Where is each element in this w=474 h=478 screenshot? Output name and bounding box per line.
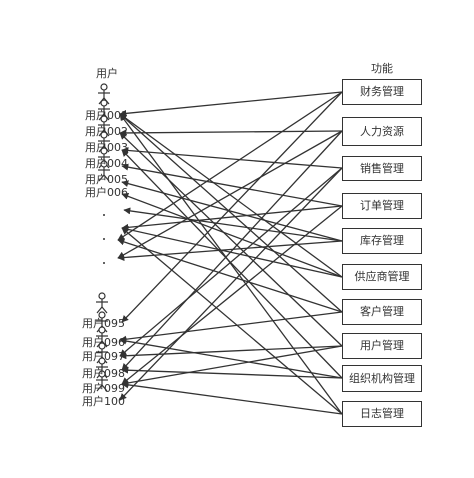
user-actor-icon	[98, 99, 110, 121]
association-arrow	[119, 113, 343, 415]
association-arrow	[121, 227, 343, 415]
association-arrow	[117, 240, 343, 262]
association-arrow	[119, 91, 343, 117]
user-label-098: 用户098	[82, 367, 125, 380]
user-actor-icon	[96, 370, 108, 392]
function-box-suppliers[interactable]: 供应商管理	[342, 264, 422, 290]
user-actor-icon	[96, 326, 108, 348]
edges-layer	[117, 91, 343, 415]
function-box-users[interactable]: 用户管理	[342, 333, 422, 359]
association-arrow	[121, 345, 343, 387]
user-label-005: 用户005	[85, 173, 128, 186]
association-arrow	[117, 238, 343, 313]
ellipsis-dot	[103, 238, 105, 240]
association-arrow	[119, 167, 343, 401]
association-arrow	[119, 345, 343, 360]
association-arrow	[119, 311, 343, 343]
user-label-097: 用户097	[82, 350, 125, 363]
function-box-orders[interactable]: 订单管理	[342, 193, 422, 219]
association-arrow	[121, 225, 343, 278]
association-arrow	[121, 366, 343, 379]
function-box-logs[interactable]: 日志管理	[342, 401, 422, 427]
ellipsis-dot	[103, 214, 105, 216]
association-arrow	[119, 113, 343, 313]
association-arrow	[119, 132, 343, 347]
user-actor-icon	[96, 292, 108, 314]
association-arrow	[121, 381, 343, 415]
user-label-001: 用户001	[85, 109, 128, 122]
association-arrow	[117, 91, 343, 241]
functions-header: 功能	[371, 62, 393, 75]
association-arrow	[121, 130, 343, 371]
association-arrow	[121, 147, 343, 169]
association-arrow	[119, 113, 343, 278]
function-box-finance[interactable]: 财务管理	[342, 79, 422, 105]
users-header: 用户	[96, 67, 118, 80]
association-arrow	[121, 180, 343, 242]
association-arrow	[121, 91, 343, 323]
user-label-002: 用户002	[85, 125, 128, 138]
ellipsis-dot	[103, 262, 105, 264]
association-arrow	[121, 205, 343, 231]
association-arrow	[119, 129, 343, 137]
function-box-organization[interactable]: 组织机构管理	[342, 365, 422, 392]
user-label-096: 用户096	[82, 336, 125, 349]
function-box-hr[interactable]: 人力资源	[342, 117, 422, 146]
association-arrow	[119, 337, 343, 379]
user-label-006: 用户006	[85, 186, 128, 199]
user-label-004: 用户004	[85, 157, 128, 170]
function-box-customers[interactable]: 客户管理	[342, 299, 422, 325]
user-label-099: 用户099	[82, 382, 125, 395]
association-arrow	[121, 163, 343, 207]
function-box-sales[interactable]: 销售管理	[342, 156, 422, 181]
user-actor-icon	[98, 160, 110, 182]
association-arrow	[123, 207, 343, 242]
function-box-inventory[interactable]: 库存管理	[342, 228, 422, 254]
association-arrow	[121, 192, 343, 278]
user-label-003: 用户003	[85, 141, 128, 154]
user-label-095: 用户095	[82, 317, 125, 330]
user-label-100: 用户100	[82, 395, 125, 408]
actors-layer	[96, 83, 110, 392]
association-arrow	[121, 149, 343, 379]
